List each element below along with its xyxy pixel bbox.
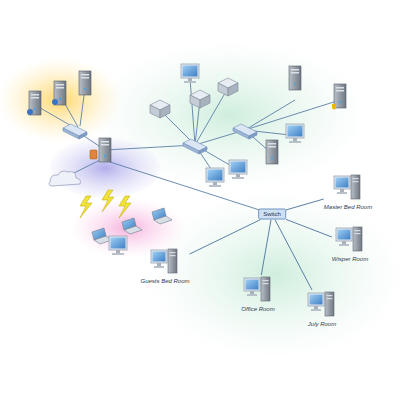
network-cable xyxy=(190,220,261,255)
switch-box: Switch xyxy=(258,209,286,220)
room-label: Office Room xyxy=(241,306,274,313)
room-computer: July Room xyxy=(307,290,337,328)
room-label: Wisper Room xyxy=(332,256,368,263)
room-computer: Master Bed Room xyxy=(324,173,372,211)
device-label: Switch xyxy=(263,211,281,218)
room-label: Master Bed Room xyxy=(324,204,372,211)
network-cable xyxy=(275,220,312,291)
room-computer: Guests Bed Room xyxy=(140,247,189,285)
network-cable xyxy=(286,219,332,237)
room-computer: Office Room xyxy=(241,275,274,313)
room-computer: Wisper Room xyxy=(332,225,368,263)
network-cable xyxy=(261,220,271,276)
room-label: July Room xyxy=(307,321,337,328)
network-cable xyxy=(286,199,324,210)
room-label: Guests Bed Room xyxy=(140,278,189,285)
